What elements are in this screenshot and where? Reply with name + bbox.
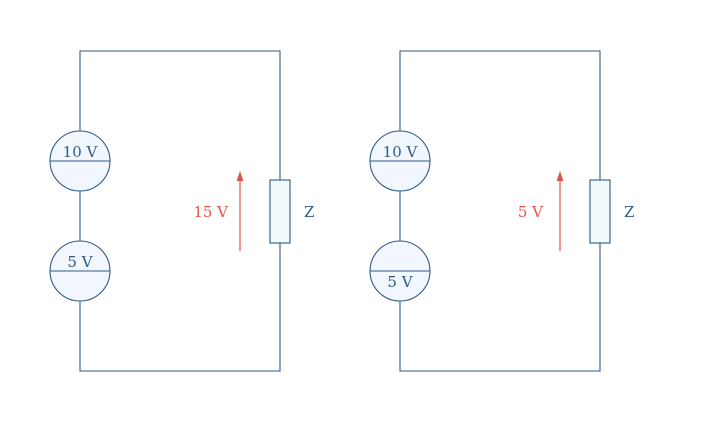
circuit-left-impedance-label: Z bbox=[304, 203, 314, 221]
source-voltage-label: 10 V bbox=[383, 143, 419, 161]
circuit-left-voltage-arrow bbox=[236, 171, 244, 251]
circuit-right-source-top: 10 V bbox=[369, 130, 431, 192]
circuit-left-source-top: 10 V bbox=[49, 130, 111, 192]
source-voltage-label: 10 V bbox=[63, 143, 99, 161]
circuit-right-loop-wire bbox=[399, 50, 601, 372]
circuit-right-impedance-label: Z bbox=[624, 203, 634, 221]
source-voltage-label: 5 V bbox=[67, 253, 93, 271]
circuit-left-source-bottom: 5 V bbox=[49, 240, 111, 302]
circuit-right-voltage-label: 5 V bbox=[518, 203, 544, 221]
circuit-right-voltage-arrow bbox=[556, 171, 564, 251]
source-voltage-label: 5 V bbox=[387, 273, 413, 291]
circuit-right: 10 V 5 V 5 V Z bbox=[369, 50, 634, 372]
circuit-left-loop-wire bbox=[79, 50, 281, 372]
circuit-left: 10 V 5 V 15 V Z bbox=[49, 50, 314, 372]
circuit-right-impedance bbox=[589, 179, 611, 244]
circuit-left-voltage-label: 15 V bbox=[193, 203, 229, 221]
circuit-left-impedance bbox=[269, 179, 291, 244]
circuit-right-source-bottom: 5 V bbox=[369, 240, 431, 302]
arrow-up-icon bbox=[556, 171, 564, 181]
arrow-up-icon bbox=[236, 171, 244, 181]
